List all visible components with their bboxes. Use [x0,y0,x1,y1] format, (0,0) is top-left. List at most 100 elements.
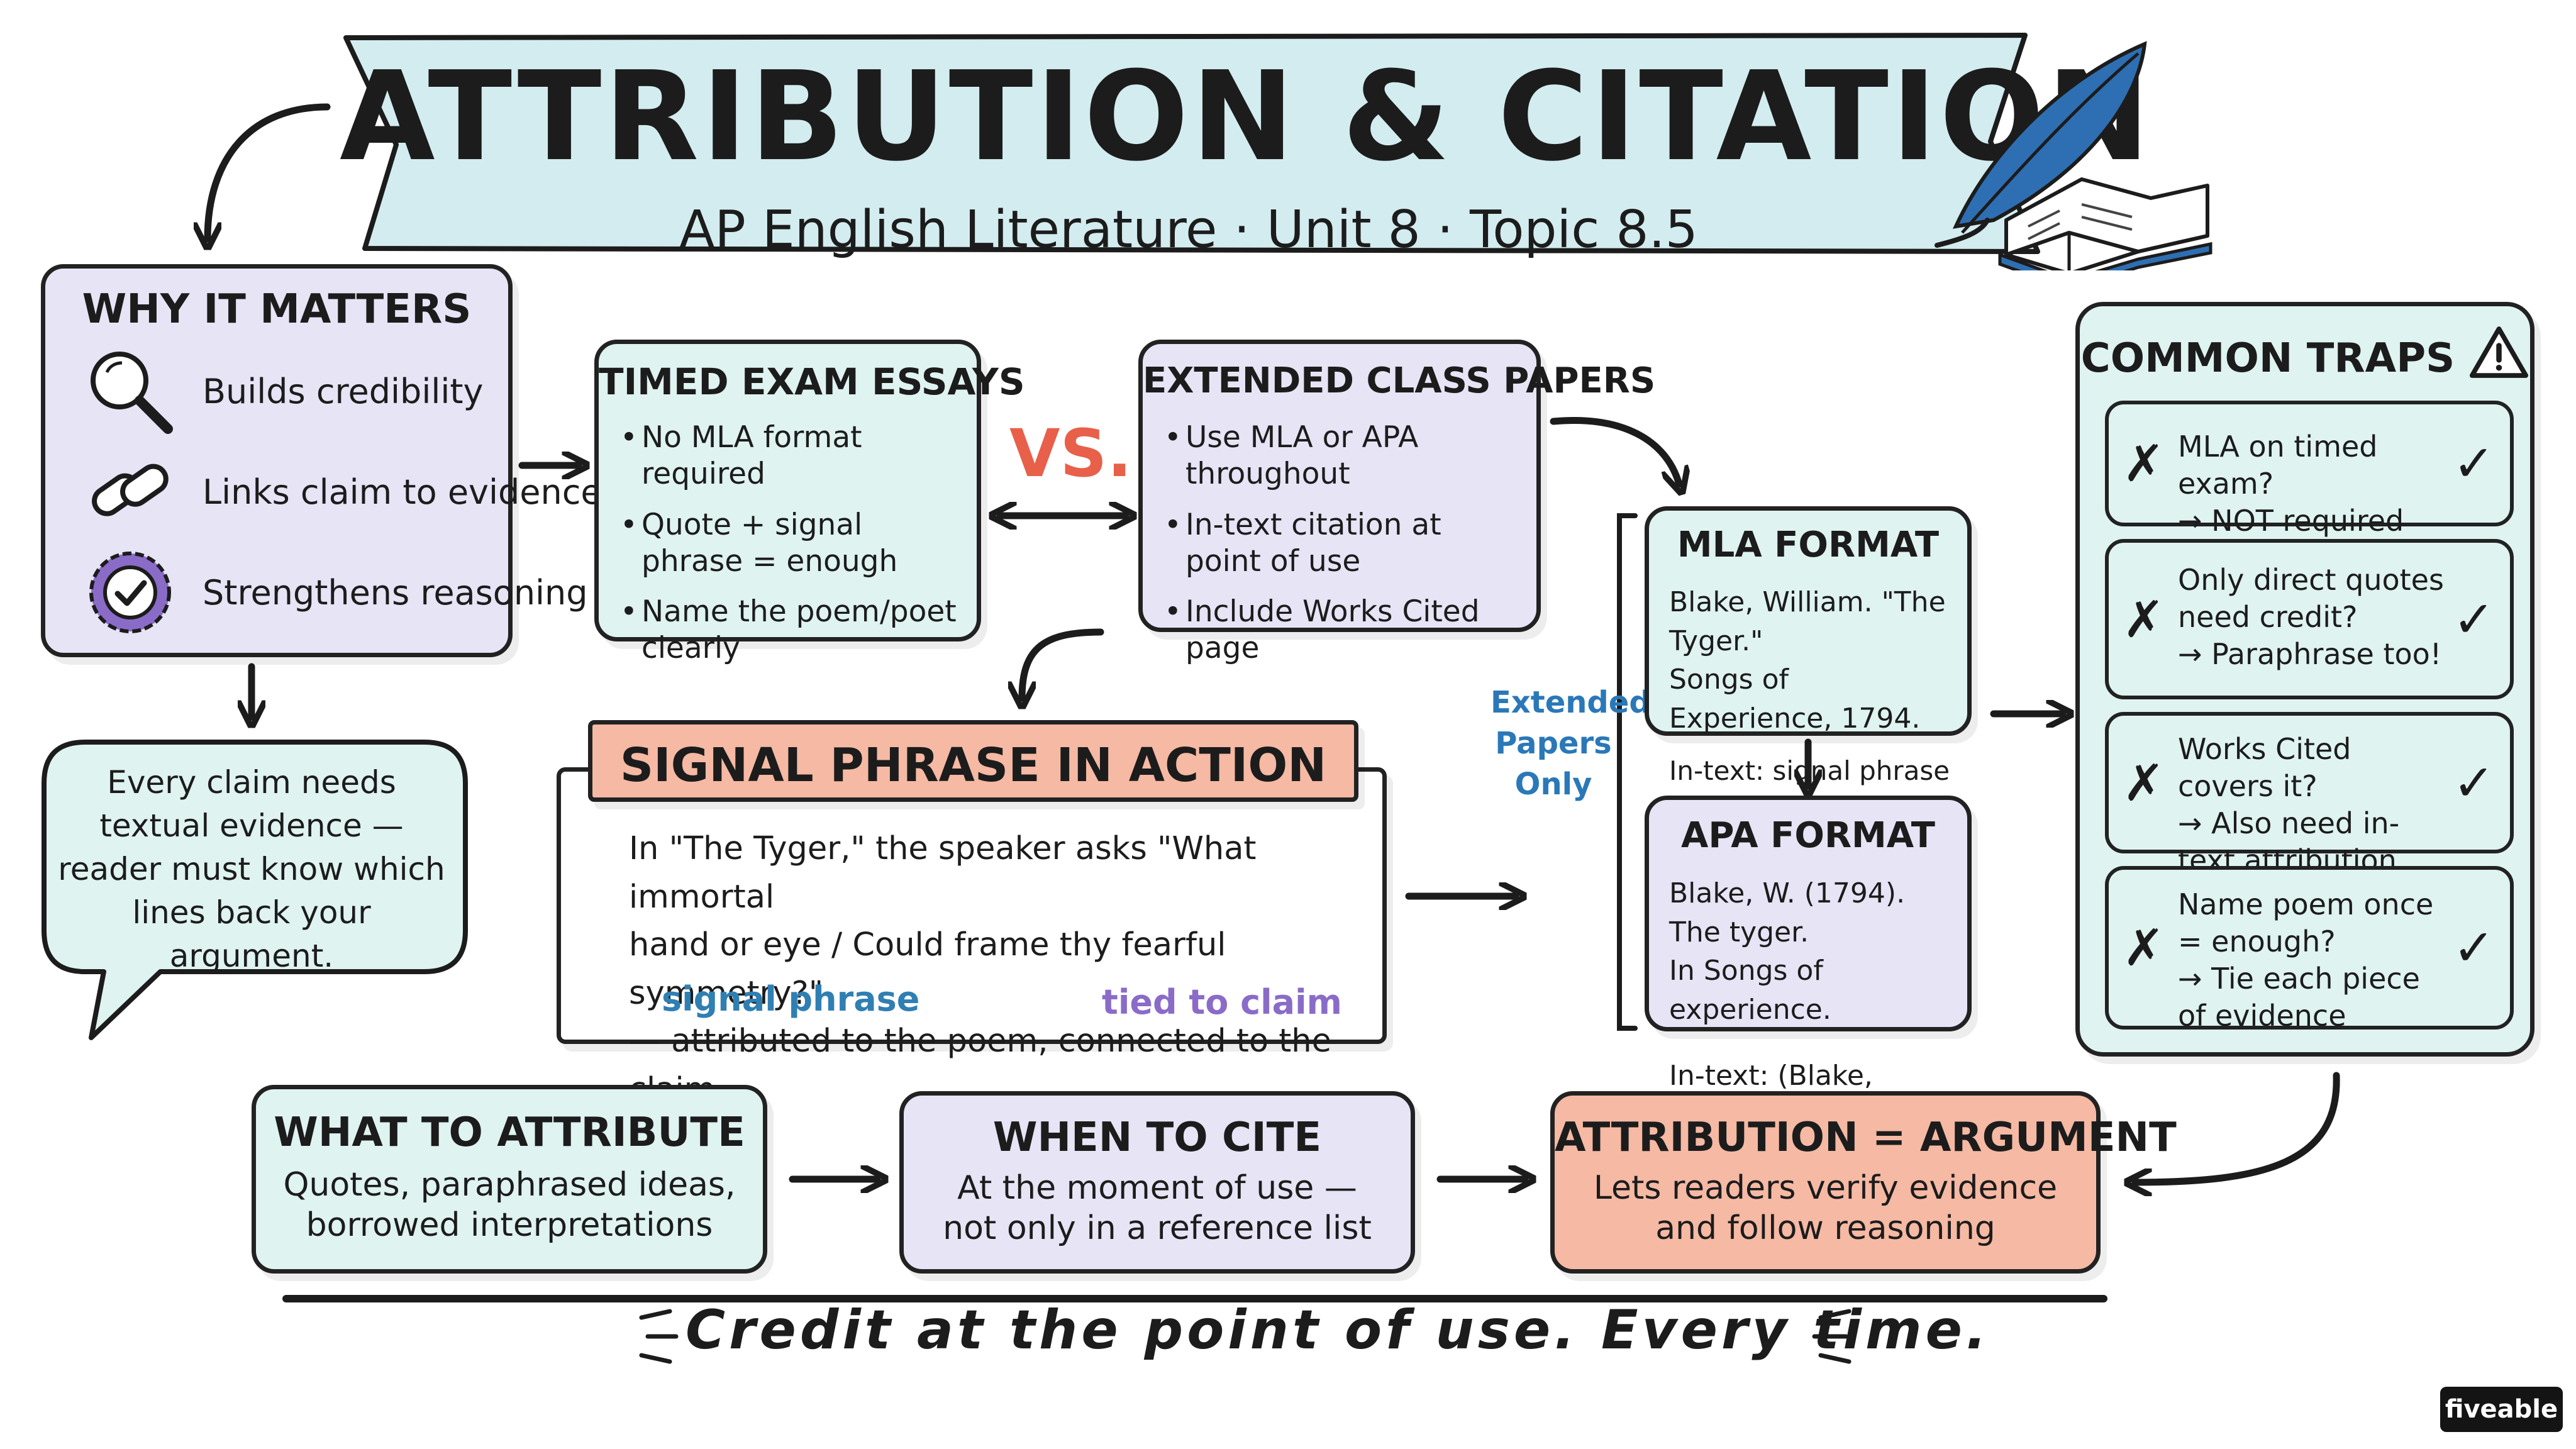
arrow-to-signal [1022,628,1104,698]
when-text: At the moment of use — not only in a ref… [916,1168,1398,1249]
quill-book-icon [1935,41,2212,270]
argument-text: Lets readers verify evidence and follow … [1567,1168,2084,1249]
when-to-cite-card: WHEN TO CITE At the moment of use — not … [899,1091,1415,1274]
trap-question: Name poem once = enough? [2178,887,2434,958]
x-mark-icon: ✗ [2123,434,2165,493]
extended-bullets: Use MLA or APA throughout In-text citati… [1164,419,1520,681]
traps-header: COMMON TRAPS [2080,325,2530,382]
apa-heading: APA FORMAT [1681,815,1935,856]
why-item-reasoning: Strengthens reasoning [83,545,588,640]
argument-line: and follow reasoning [1655,1209,1996,1248]
when-line: not only in a reference list [943,1209,1372,1248]
extended-heading: EXTENDED CLASS PAPERS [1143,360,1656,401]
apa-format-card: APA FORMAT Blake, W. (1794). The tyger. … [1645,796,1972,1131]
common-traps-card: COMMON TRAPS ✗ MLA on timed exam? → NOT … [2075,302,2534,1057]
footer-tagline: Credit at the point of use. Every time. [686,1299,1990,1362]
when-line: At the moment of use — [957,1169,1357,1207]
format-bracket [1617,513,1638,1031]
check-mark-icon: ✓ [2452,590,2495,648]
page-subtitle: AP English Literature · Unit 8 · Topic 8… [679,200,1698,260]
what-line: Quotes, paraphrased ideas, [283,1166,736,1204]
timed-heading: TIMED EXAM ESSAYS [599,360,1025,403]
timed-bullet: No MLA format required [620,419,958,493]
arrow-extended-to-mla [1550,417,1679,484]
signal-heading: SIGNAL PHRASE IN ACTION [619,738,1327,792]
apa-line: Blake, W. (1794). The tyger. [1669,877,1906,948]
bracket-label-line: Extended [1491,685,1651,720]
apa-line: In Songs of experience. [1669,955,1831,1026]
trap-item: ✗ Only direct quotes need credit? → Para… [2105,539,2514,699]
timed-bullets: No MLA format required Quote + signal ph… [620,419,958,681]
check-badge-icon [89,552,171,633]
extended-papers-card: EXTENDED CLASS PAPERS Use MLA or APA thr… [1138,340,1656,665]
speech-line: textual evidence — [99,808,404,844]
signal-heading-tab: SIGNAL PHRASE IN ACTION [588,720,1358,802]
trap-text: Name poem once = enough? → Tie each piec… [2178,870,2450,1035]
trap-item: ✗ MLA on timed exam? → NOT required ✓ [2105,401,2514,538]
what-to-attribute-card: WHAT TO ATTRIBUTE Quotes, paraphrased id… [252,1085,767,1274]
trap-item: ✗ Name poem once = enough? → Tie each pi… [2105,866,2514,1033]
mla-line: Blake, William. "The Tyger." [1669,586,1946,657]
speech-text: Every claim needs textual evidence — rea… [50,761,453,978]
magnifier-icon [91,352,173,434]
when-heading: WHEN TO CITE [992,1114,1322,1161]
bracket-label-line: Papers [1495,725,1612,761]
signal-phrase-label: signal phrase [662,979,920,1019]
extended-bullet: Use MLA or APA throughout [1164,419,1520,493]
why-item-credibility: Builds credibility [83,344,483,438]
trap-answer: → Paraphrase too! [2178,636,2442,671]
signal-line: In "The Tyger," the speaker asks "What i… [629,830,1257,916]
signal-phrase-card: In "The Tyger," the speaker asks "What i… [557,767,1387,1108]
what-heading: WHAT TO ATTRIBUTE [274,1109,745,1156]
signal-quote: In "The Tyger," the speaker asks "What i… [629,825,1345,1114]
trap-text: MLA on timed exam? → NOT required [2178,404,2450,540]
trap-answer: → NOT required [2178,503,2404,538]
why-item-label: Links claim to evidence [203,472,602,512]
traps-heading: COMMON TRAPS [2080,335,2455,382]
extended-only-label: Extended Papers Only [1491,682,1651,804]
signal-line: hand or eye / Could frame thy fearful sy… [629,926,1226,1012]
why-item-label: Strengthens reasoning [203,572,588,613]
extended-bullet: In-text citation at point of use [1164,507,1520,580]
x-mark-icon: ✗ [2123,753,2165,812]
mla-line: Songs of Experience, 1794. [1669,663,1921,735]
page-title: ATTRIBUTION & CITATION [340,45,2153,189]
argument-line: Lets readers verify evidence [1593,1169,2058,1207]
trap-item: ✗ Works Cited covers it? → Also need in-… [2105,712,2514,877]
mla-citation: Blake, William. "The Tyger." Songs of Ex… [1669,583,1955,827]
check-mark-icon: ✓ [2452,434,2495,493]
trap-question: Only direct quotes need credit? [2178,563,2444,634]
why-heading: WHY IT MATTERS [82,286,472,333]
speech-line: reader must know which [58,851,445,887]
speech-line: Every claim needs [107,764,396,801]
timed-exam-card: TIMED EXAM ESSAYS No MLA format required… [594,340,1025,665]
bracket-label-line: Only [1514,766,1592,802]
attribution-argument-card: ATTRIBUTION = ARGUMENT Lets readers veri… [1550,1091,2177,1274]
arrow-title-to-why [208,103,331,239]
speech-line: lines back your argument. [132,894,371,974]
why-item-links: Links claim to evidence [83,445,602,539]
title-banner: ATTRIBUTION & CITATION AP English Litera… [340,31,2239,260]
chain-link-icon [92,464,169,516]
argument-heading: ATTRIBUTION = ARGUMENT [1555,1114,2177,1161]
versus-label: VS. [1009,415,1132,492]
trap-text: Only direct quotes need credit? → Paraph… [2178,543,2450,673]
trap-question: MLA on timed exam? [2178,430,2378,501]
why-it-matters-card: WHY IT MATTERS Builds credibility Links … [41,264,602,657]
timed-bullet: Name the poem/poet clearly [620,594,958,667]
check-mark-icon: ✓ [2452,753,2495,812]
what-text: Quotes, paraphrased ideas, borrowed inte… [269,1165,750,1246]
mla-format-card: MLA FORMAT Blake, William. "The Tyger." … [1645,506,1972,823]
tied-to-claim-label: tied to claim [1102,982,1342,1022]
warning-icon [2470,326,2529,378]
fiveable-logo: fiveable [2440,1387,2563,1432]
banner-ribbon [343,33,2040,254]
mla-heading: MLA FORMAT [1677,525,1940,565]
why-item-label: Builds credibility [203,371,484,411]
x-mark-icon: ✗ [2123,590,2165,648]
x-mark-icon: ✗ [2123,918,2165,977]
extended-bullet: Include Works Cited page [1164,594,1520,667]
timed-bullet: Quote + signal phrase = enough [620,507,958,580]
trap-question: Works Cited covers it? [2178,732,2351,803]
speech-bubble [42,740,468,1040]
